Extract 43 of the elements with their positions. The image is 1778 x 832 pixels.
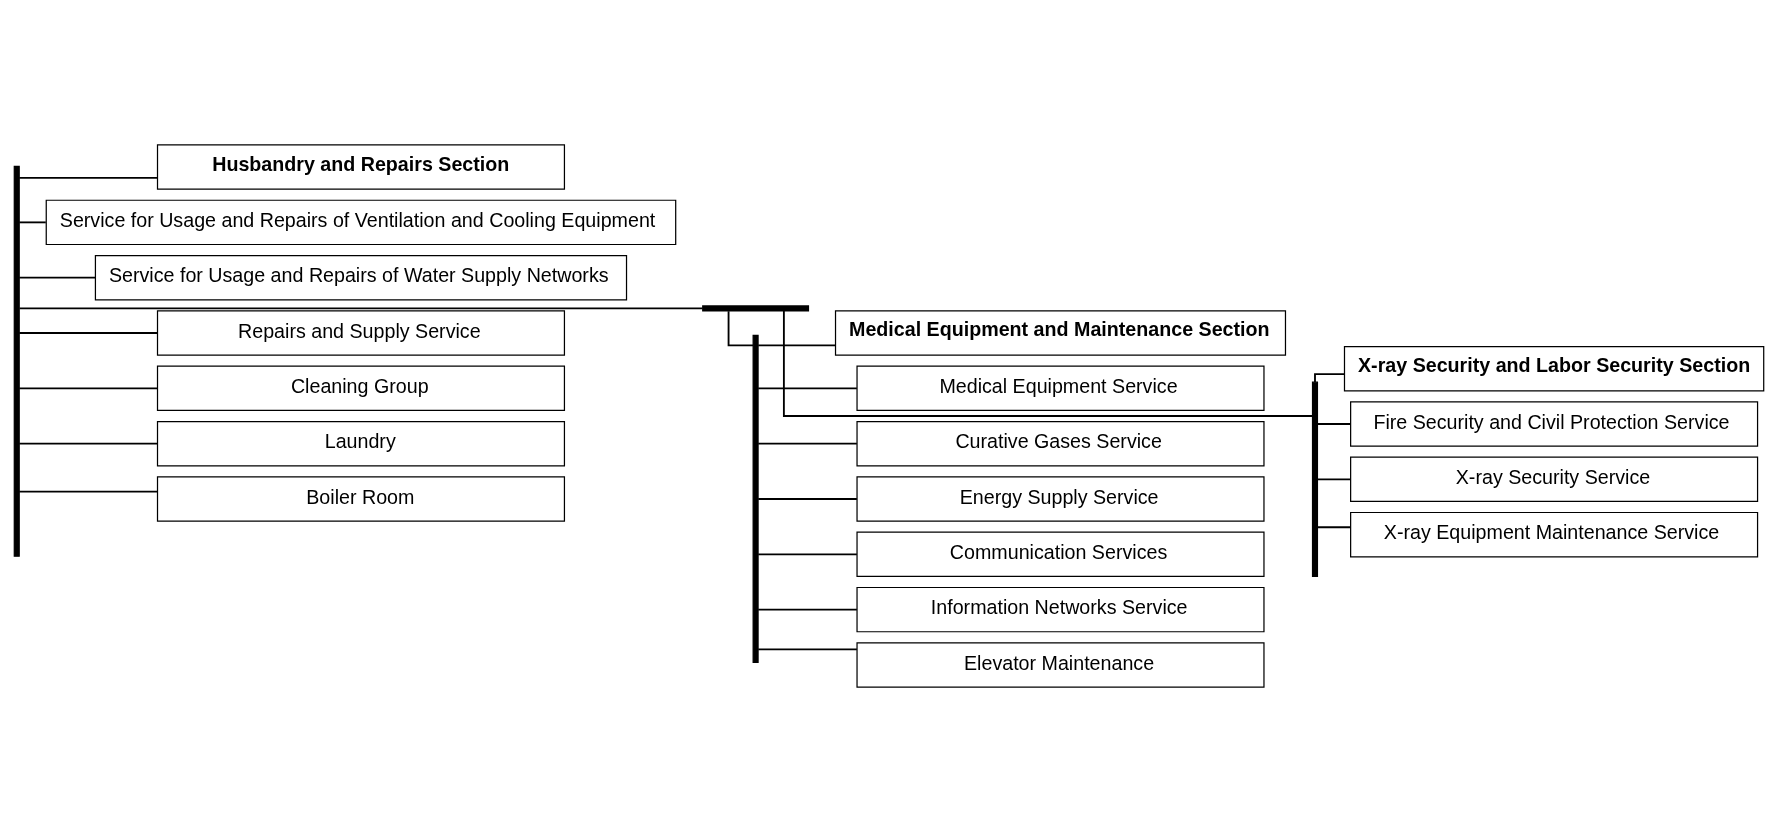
connector: [757, 344, 837, 347]
connector: [18, 307, 704, 310]
node-box: X-ray Security and Labor Security Section: [1343, 345, 1765, 392]
connector: [1316, 478, 1352, 481]
node-box: Service for Usage and Repairs of Ventilation and Cooling Equipment: [45, 199, 677, 246]
connector: [18, 176, 159, 179]
node-box: Repairs and Supply Service: [156, 310, 566, 356]
node-bar: [702, 305, 810, 312]
node-bar: [13, 165, 20, 557]
node-box: Laundry: [156, 420, 566, 467]
node-box: Medical Equipment Service: [856, 365, 1265, 412]
node-box: Boiler Room: [156, 476, 566, 522]
connector: [1316, 423, 1352, 425]
node-box: Husbandry and Repairs Section: [156, 144, 566, 190]
node-box: Information Networks Service: [856, 586, 1265, 633]
connector: [782, 310, 1314, 417]
connector: [18, 221, 47, 224]
connector: [757, 442, 858, 445]
node-bar: [752, 334, 759, 664]
node-box: X-ray Equipment Maintenance Service: [1350, 511, 1759, 558]
node-box: Cleaning Group: [156, 365, 566, 412]
node-box: Elevator Maintenance: [856, 642, 1265, 688]
node-box: X-ray Security Service: [1350, 456, 1759, 503]
node-box: Fire Security and Civil Protection Service: [1350, 401, 1759, 447]
connector: [757, 553, 858, 556]
node-box: Curative Gases Service: [856, 420, 1265, 467]
connector: [18, 442, 159, 445]
connector: [757, 498, 858, 500]
connector: [18, 387, 159, 390]
node-bar: [1311, 381, 1319, 578]
connector: [18, 276, 97, 279]
connector: [18, 332, 159, 334]
connector: [757, 608, 858, 611]
connector: [727, 310, 755, 347]
node-box: Energy Supply Service: [856, 476, 1265, 522]
node-box: Service for Usage and Repairs of Water Supply Networks: [94, 254, 628, 301]
connector: [757, 648, 858, 651]
connector: [18, 490, 159, 493]
connector: [757, 387, 858, 390]
node-box: Communication Services: [856, 531, 1265, 578]
connector: [1316, 526, 1352, 529]
connector: [1314, 373, 1346, 384]
node-box: Medical Equipment and Maintenance Section: [834, 310, 1287, 356]
